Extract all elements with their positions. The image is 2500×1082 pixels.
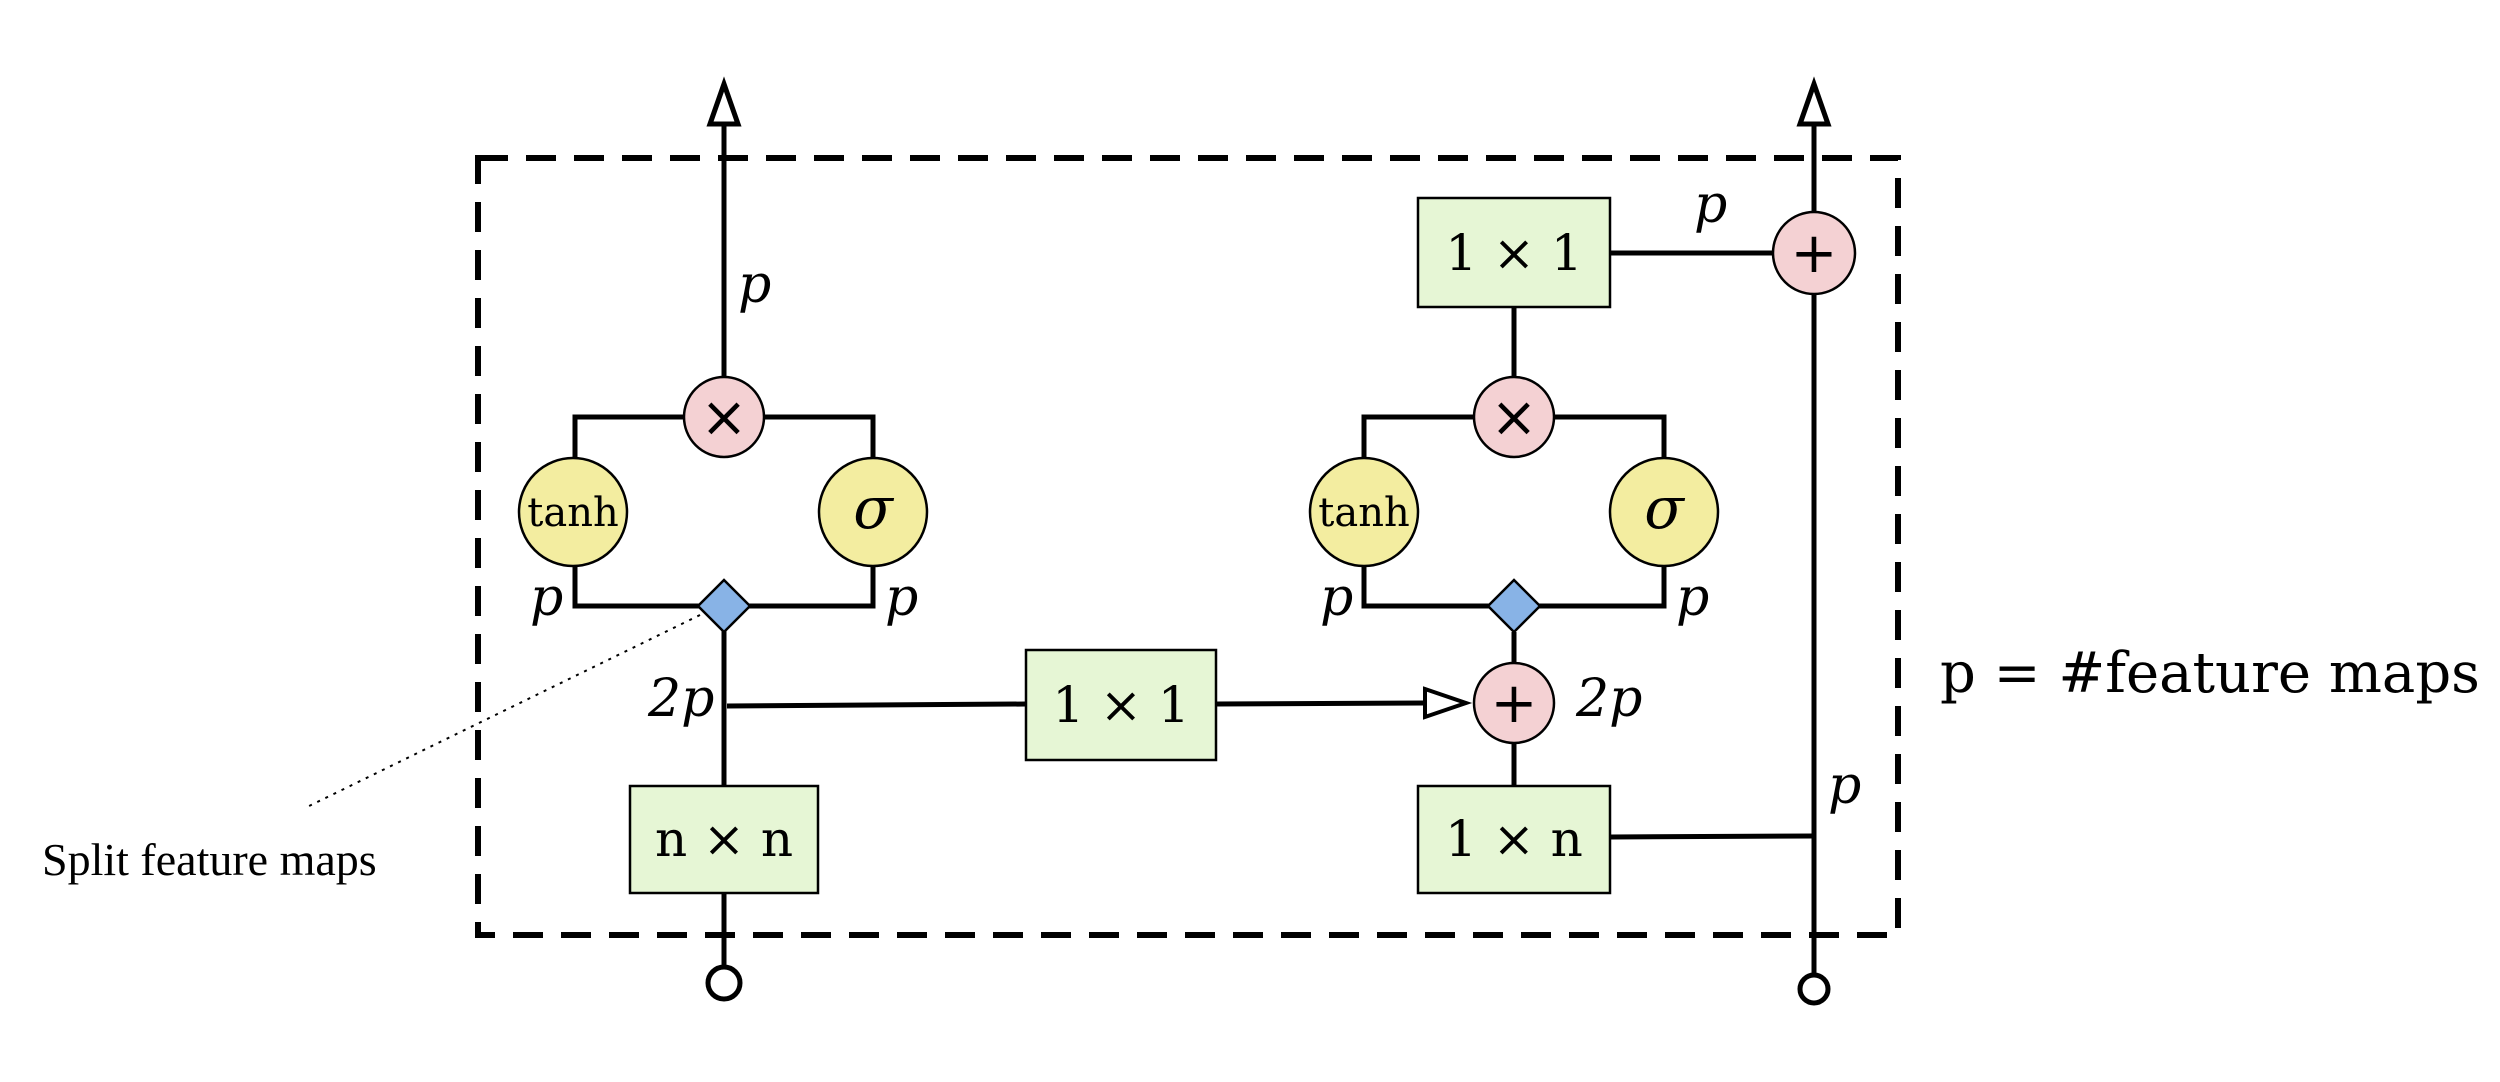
residual-add-node: + [1771, 210, 1857, 296]
one-by-one-mid-label: 1 × 1 [1052, 676, 1189, 734]
n-by-n-label: n × n [655, 810, 793, 868]
one-by-one-top-label: 1 × 1 [1445, 224, 1582, 282]
one-by-one-mid-box: 1 × 1 [1024, 648, 1218, 762]
right-tanh-label: tanh [1318, 490, 1409, 536]
right-add-node: + [1472, 661, 1556, 745]
residual-p-label: p [1694, 175, 1727, 235]
cross-wire-right [1215, 700, 1426, 707]
feature-maps-legend: p = #feature maps [1940, 641, 2480, 706]
right-split-diamond [1486, 578, 1542, 634]
horizontal-to-1xn-wire [1610, 833, 1815, 840]
right-sigma-gate: σ [1608, 456, 1720, 568]
block-frame [475, 155, 1901, 938]
right-multiply-symbol: × [1491, 385, 1538, 450]
horizontal-input-node [1797, 972, 1831, 1006]
right-2p-label: 2p [1575, 669, 1642, 729]
right-sigma-p-label: p [1676, 568, 1709, 628]
right-tanh-out-wire [1361, 414, 1474, 458]
right-input-p-label: p [1828, 756, 1861, 816]
left-split-diamond [696, 578, 752, 634]
vertical-output-arrowhead [706, 76, 742, 127]
n-by-n-conv-box: n × n [628, 784, 820, 895]
left-sigma-out-wire [764, 414, 876, 458]
horizontal-output-arrowhead [1796, 76, 1832, 127]
cross-arrowhead [1423, 686, 1473, 720]
right-multiply-node: × [1472, 375, 1556, 459]
left-sigma-label: σ [853, 474, 894, 542]
one-by-n-conv-box: 1 × n [1416, 784, 1612, 895]
right-sigma-out-wire [1554, 414, 1667, 458]
left-multiply-symbol: × [701, 385, 748, 450]
right-tanh-p-label: p [1320, 568, 1353, 628]
one-by-n-label: 1 × n [1445, 810, 1583, 868]
left-tanh-p-label: p [530, 568, 563, 628]
left-tanh-out-wire [572, 414, 684, 458]
cross-wire-left [726, 701, 1027, 709]
right-tanh-gate: tanh [1308, 456, 1420, 568]
left-output-p-label: p [738, 255, 771, 315]
left-multiply-node: × [682, 375, 766, 459]
right-add-symbol: + [1491, 671, 1538, 736]
vertical-input-node [705, 964, 743, 1002]
left-tanh-label: tanh [527, 490, 618, 536]
right-sigma-label: σ [1644, 474, 1685, 542]
left-tanh-gate: tanh [517, 456, 629, 568]
left-2p-label: 2p [647, 669, 714, 729]
split-pointer-line [304, 614, 701, 809]
left-sigma-p-label: p [885, 568, 918, 628]
residual-add-symbol: + [1791, 221, 1838, 286]
left-sigma-gate: σ [817, 456, 929, 568]
one-by-one-top-box: 1 × 1 [1416, 196, 1612, 309]
split-feature-maps-caption: Split feature maps [42, 834, 377, 885]
